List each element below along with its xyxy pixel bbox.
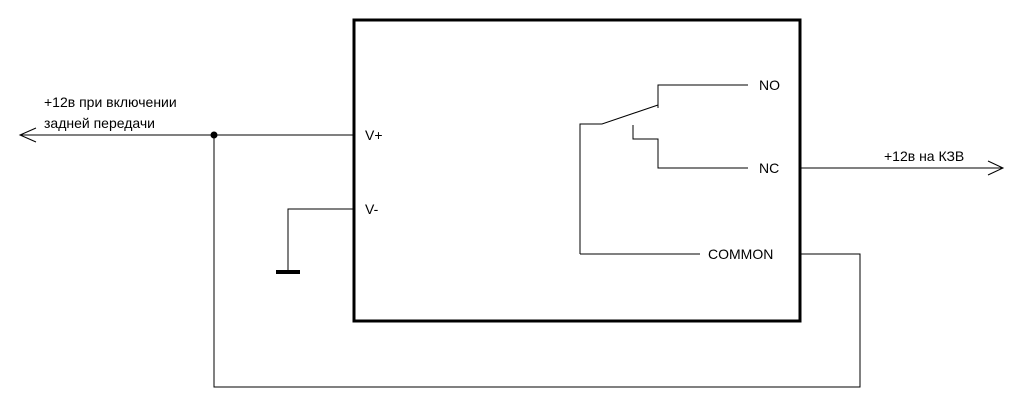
common-loop-wire (213, 135, 861, 388)
pin-common: COMMON (708, 246, 773, 262)
pin-v-minus: V- (365, 201, 379, 217)
output-label: +12в на КЗВ (884, 148, 964, 164)
pin-nc: NC (759, 160, 779, 176)
ground-symbol (276, 270, 300, 274)
relay-switch (579, 84, 748, 255)
switch-arm (579, 104, 659, 254)
output-wire (800, 160, 1005, 176)
relay-module-box (352, 18, 802, 323)
input-label-line2: задней передачи (44, 115, 155, 131)
ground-wire (287, 208, 354, 272)
input-arrow-head (18, 127, 37, 143)
no-contact-wire (657, 84, 748, 108)
input-label-line1: +12в при включении (44, 94, 177, 110)
nc-contact-wire (632, 125, 748, 169)
pin-no: NO (759, 77, 780, 93)
output-arrow-head (987, 160, 1005, 176)
input-wire (18, 127, 354, 143)
pin-v-plus: V+ (365, 127, 383, 143)
